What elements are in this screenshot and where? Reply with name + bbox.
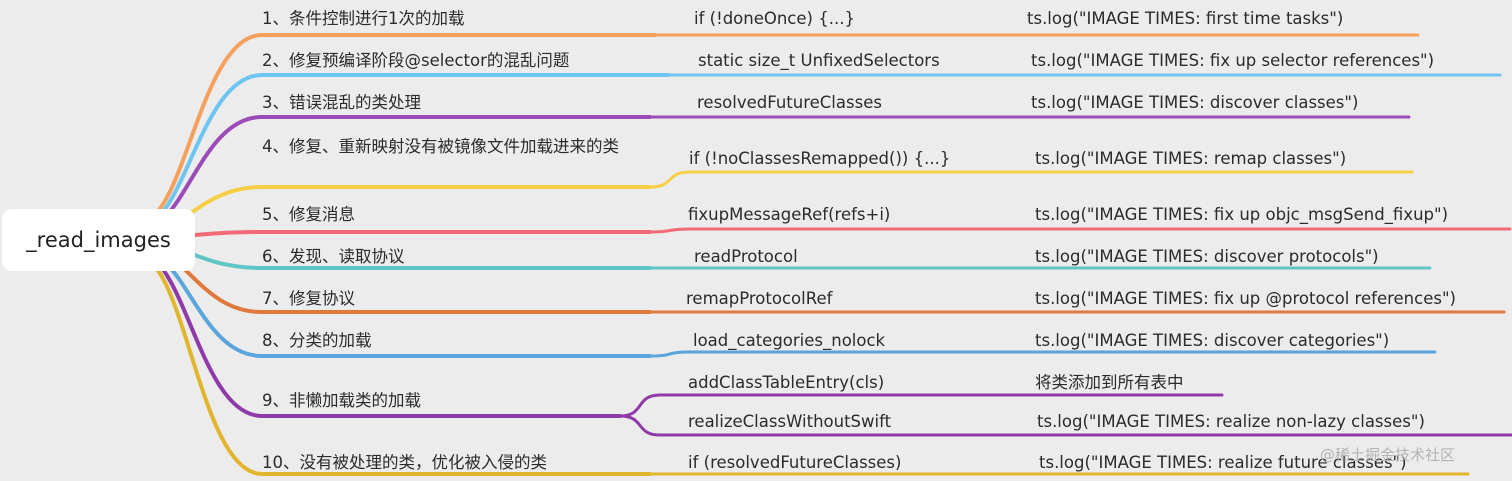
branch-2-log: ts.log("IMAGE TIMES: fix up selector ref… [1031, 51, 1435, 70]
branch-4-log: ts.log("IMAGE TIMES: remap classes") [1035, 149, 1347, 168]
branch-10-connector [138, 256, 652, 476]
branch-9-code: addClassTableEntry(cls) [688, 373, 885, 392]
branch-5-step: 5、修复消息 [262, 205, 355, 224]
branch-10-step: 10、没有被处理的类，优化被入侵的类 [262, 453, 547, 472]
branch-6-code: readProtocol [694, 247, 798, 266]
branch-1-log: ts.log("IMAGE TIMES: first time tasks") [1027, 9, 1344, 28]
branch-4-step: 4、修复、重新映射没有被镜像文件加载进来的类 [262, 137, 619, 156]
branch-10-log: ts.log("IMAGE TIMES: realize future clas… [1039, 453, 1407, 472]
branch-3-code: resolvedFutureClasses [697, 93, 882, 112]
branch-6-log: ts.log("IMAGE TIMES: discover protocols"… [1035, 247, 1379, 266]
branch-4-code: if (!noClassesRemapped()) {...} [689, 149, 951, 168]
branch-9-detail-line-2 [618, 414, 1512, 437]
branch-8-step: 8、分类的加载 [262, 331, 372, 350]
watermark: @稀土掘金技术社区 [1320, 446, 1456, 464]
branch-9-log-2: ts.log("IMAGE TIMES: realize non-lazy cl… [1037, 412, 1425, 431]
branch-5-detail-line [648, 227, 1512, 234]
branch-3-log: ts.log("IMAGE TIMES: discover classes") [1031, 93, 1359, 112]
root-label: _read_images [26, 228, 171, 252]
branch-3-connector [138, 115, 652, 232]
branch-9-code-2: realizeClassWithoutSwift [688, 412, 892, 431]
branch-5-code: fixupMessageRef(refs+i) [688, 205, 891, 224]
branch-7-code: remapProtocolRef [686, 289, 833, 308]
branch-4-detail-line [648, 170, 1414, 189]
branch-9-step: 9、非懒加载类的加载 [262, 391, 421, 410]
branch-3-step: 3、错误混乱的类处理 [262, 93, 421, 112]
branch-8-code: load_categories_nolock [693, 331, 886, 350]
branch-1-code: if (!doneOnce) {...} [694, 9, 855, 28]
branch-8-log: ts.log("IMAGE TIMES: discover categories… [1035, 331, 1390, 350]
branch-1-step: 1、条件控制进行1次的加载 [262, 9, 465, 28]
branch-4-connector [138, 185, 652, 236]
branch-7-log: ts.log("IMAGE TIMES: fix up @protocol re… [1035, 289, 1456, 308]
branch-5-log: ts.log("IMAGE TIMES: fix up objc_msgSend… [1035, 205, 1449, 224]
branch-9-log: 将类添加到所有表中 [1035, 373, 1184, 392]
branch-2-step: 2、修复预编译阶段@selector的混乱问题 [262, 51, 570, 70]
branch-10-code: if (resolvedFutureClasses) [688, 453, 902, 472]
root-node[interactable]: _read_images [2, 209, 195, 271]
branch-6-step: 6、发现、读取协议 [262, 247, 405, 266]
branch-7-step: 7、修复协议 [262, 289, 355, 308]
branch-8-detail-line [648, 350, 1437, 358]
branch-5-connector [138, 230, 652, 240]
branch-2-code: static size_t UnfixedSelectors [698, 51, 940, 70]
